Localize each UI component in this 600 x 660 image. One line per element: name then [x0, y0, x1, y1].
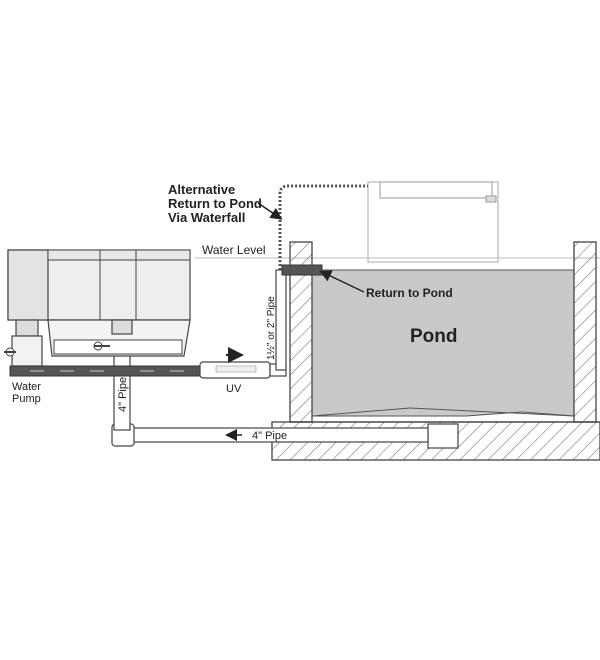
uv-label: UV: [226, 383, 242, 395]
alt-return-label-2: Return to Pond: [168, 196, 262, 211]
waterfall-box: [367, 181, 499, 263]
alt-return-label-3: Via Waterfall: [168, 210, 245, 225]
valve: [93, 319, 133, 351]
return-to-pond-label: Return to Pond: [366, 286, 453, 300]
waterfall-return-line: [278, 184, 368, 270]
water-pump-label-1: Water: [12, 381, 41, 393]
pipe-size-label: 1½" or 2" Pipe: [266, 296, 277, 360]
pipe-4in-vertical-label: 4" Pipe: [117, 377, 129, 412]
return-leader: [319, 270, 365, 293]
water-pump-label-2: Pump: [12, 393, 41, 405]
alt-return-label-1: Alternative: [168, 182, 235, 197]
waterfall-lip: [379, 181, 493, 199]
pond-wall-right: [573, 241, 597, 423]
water-pump: [4, 319, 43, 367]
pipe-4in-horizontal-label: 4" Pipe: [252, 430, 287, 442]
return-inlet: [281, 264, 323, 276]
bottom-drain: [427, 423, 459, 449]
return-riser-pipe: [275, 269, 287, 371]
uv-unit: [199, 361, 271, 379]
alt-return-leader: [257, 202, 283, 220]
pond-label: Pond: [410, 326, 458, 347]
filter-unit: [7, 249, 191, 357]
water-level-label: Water Level: [202, 243, 266, 257]
